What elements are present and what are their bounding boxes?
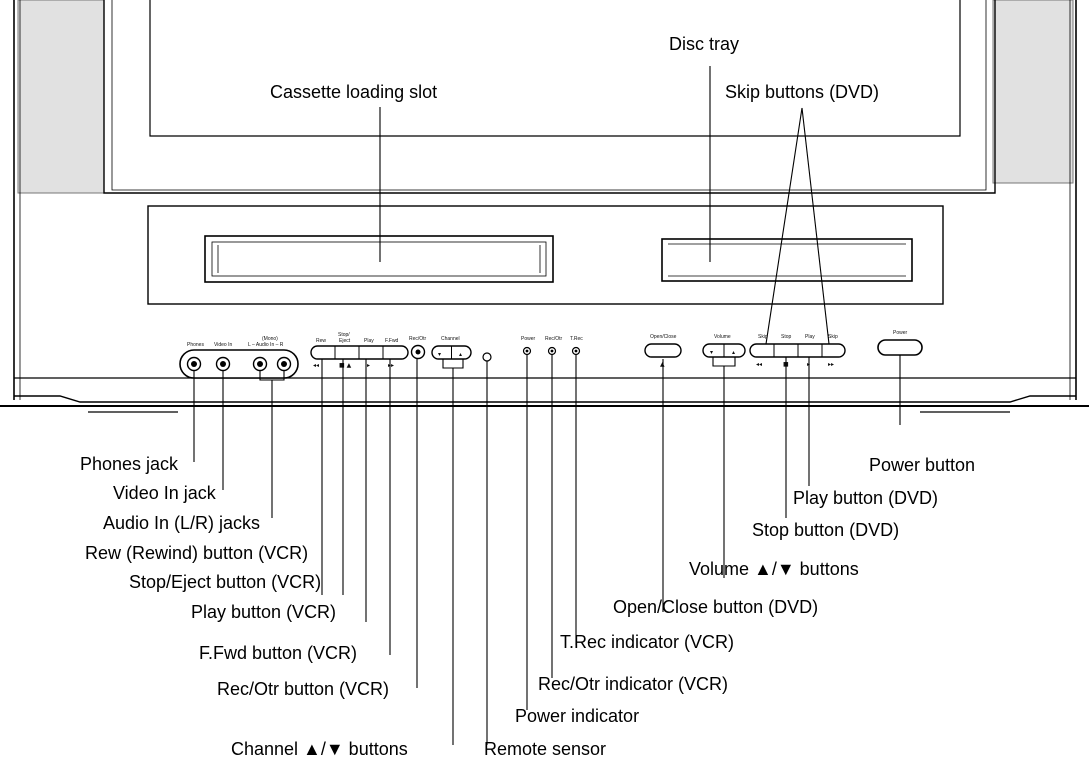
play-dvd-button[interactable] xyxy=(799,345,821,356)
screen-glass xyxy=(149,0,961,137)
rewind-symbol-icon: ◂◂ xyxy=(313,362,319,369)
stop-eject-button[interactable] xyxy=(336,347,358,358)
rec-otr-button[interactable] xyxy=(410,344,426,360)
panel-label-trec: T.Rec xyxy=(570,336,583,342)
base-stand xyxy=(14,395,1076,403)
trec-indicator xyxy=(571,346,581,356)
jack-panel xyxy=(179,349,299,379)
volume-up-icon: ▴ xyxy=(732,349,735,356)
screen-bezel xyxy=(14,0,1068,200)
label-audio-in-jacks: Audio In (L/R) jacks xyxy=(103,513,261,533)
control-panel: Phones Video In (Mono) L – Audio In – R … xyxy=(179,330,923,379)
panel-label-play-dvd: Play xyxy=(805,334,815,340)
label-ffwd-button: F.Fwd button (VCR) xyxy=(199,643,358,663)
volume-down-icon: ▾ xyxy=(710,349,713,356)
panel-label-power-indicator: Power xyxy=(521,336,536,342)
label-play-vcr-button: Play button (VCR) xyxy=(191,602,337,622)
panel-label-eject: Eject xyxy=(339,338,351,344)
panel-label-open-close: Open/Close xyxy=(650,334,677,340)
label-stop-eject-button: Stop/Eject button (VCR) xyxy=(129,572,322,592)
label-remote-sensor: Remote sensor xyxy=(484,739,607,759)
power-button[interactable] xyxy=(877,339,923,356)
panel-label-power: Power xyxy=(893,330,908,336)
panel-label-volume: Volume xyxy=(714,334,731,340)
label-rec-otr-button: Rec/Otr button (VCR) xyxy=(217,679,390,699)
label-power-indicator: Power indicator xyxy=(515,706,640,726)
deck-housing xyxy=(147,205,944,305)
panel-label-video-in: Video In xyxy=(214,342,232,348)
speaker-grille-left xyxy=(17,0,105,194)
label-cassette-loading-slot: Cassette loading slot xyxy=(270,82,438,102)
power-indicator xyxy=(522,346,532,356)
ffwd-symbol-icon: ▸▸ xyxy=(388,362,394,369)
stop-dvd-button[interactable] xyxy=(775,345,797,356)
label-power-button: Power button xyxy=(869,455,976,475)
channel-up-icon: ▴ xyxy=(459,351,462,358)
ffwd-button[interactable] xyxy=(384,347,406,358)
label-volume-buttons: Volume ▲/▼ buttons xyxy=(689,559,859,579)
rew-button[interactable] xyxy=(312,347,334,358)
panel-label-skip-right: Skip xyxy=(828,334,838,340)
cassette-loading-slot xyxy=(204,235,554,283)
label-phones-jack: Phones jack xyxy=(80,454,179,474)
screen-frame xyxy=(103,0,996,194)
label-trec-indicator: T.Rec indicator (VCR) xyxy=(560,632,735,652)
panel-label-rec-otr: Rec/Otr xyxy=(409,336,427,342)
panel-label-stop: Stop/ xyxy=(338,332,350,338)
play-vcr-button[interactable] xyxy=(360,347,382,358)
label-rew-button: Rew (Rewind) button (VCR) xyxy=(85,543,309,563)
panel-label-play: Play xyxy=(364,338,374,344)
skip-forward-icon: ▸▸ xyxy=(828,361,834,368)
play-symbol-icon: ▸ xyxy=(367,362,370,369)
panel-label-rec-otr-indicator: Rec/Otr xyxy=(545,336,563,342)
tv-body xyxy=(0,0,1089,413)
remote-sensor xyxy=(482,352,492,362)
speaker-grille-right xyxy=(992,0,1074,184)
label-skip-buttons: Skip buttons (DVD) xyxy=(725,82,880,102)
panel-label-audio-in: L – Audio In – R xyxy=(248,342,284,348)
skip-back-button[interactable] xyxy=(751,345,773,356)
label-channel-buttons: Channel ▲/▼ buttons xyxy=(231,739,408,759)
label-play-dvd-button: Play button (DVD) xyxy=(793,488,939,508)
leader-lines xyxy=(193,66,901,745)
skip-forward-button[interactable] xyxy=(823,345,844,356)
phones-jack xyxy=(186,356,202,372)
panel-label-rew: Rew xyxy=(316,338,326,344)
panel-label-skip-left: Skip xyxy=(758,334,768,340)
rec-otr-indicator xyxy=(547,346,557,356)
open-close-button[interactable] xyxy=(644,343,682,358)
disc-tray xyxy=(661,238,913,282)
video-in-jack xyxy=(215,356,231,372)
panel-label-channel: Channel xyxy=(441,336,460,342)
audio-in-right-jack xyxy=(276,356,292,372)
label-rec-otr-indicator: Rec/Otr indicator (VCR) xyxy=(538,674,729,694)
label-stop-dvd-button: Stop button (DVD) xyxy=(752,520,900,540)
channel-down-icon: ▾ xyxy=(438,351,441,358)
panel-label-mono: (Mono) xyxy=(262,336,278,342)
panel-label-stop-dvd: Stop xyxy=(781,334,792,340)
label-open-close-button: Open/Close button (DVD) xyxy=(613,597,819,617)
label-video-in-jack: Video In jack xyxy=(113,483,216,503)
screen-frame-inner xyxy=(111,0,987,191)
stop-eject-symbol-icon: ■ ▲ xyxy=(339,362,352,369)
label-disc-tray: Disc tray xyxy=(669,34,740,54)
skip-back-icon: ◂◂ xyxy=(756,361,762,368)
panel-label-ffwd: F.Fwd xyxy=(385,338,399,344)
panel-label-phones: Phones xyxy=(187,342,204,348)
audio-in-left-jack xyxy=(252,356,268,372)
